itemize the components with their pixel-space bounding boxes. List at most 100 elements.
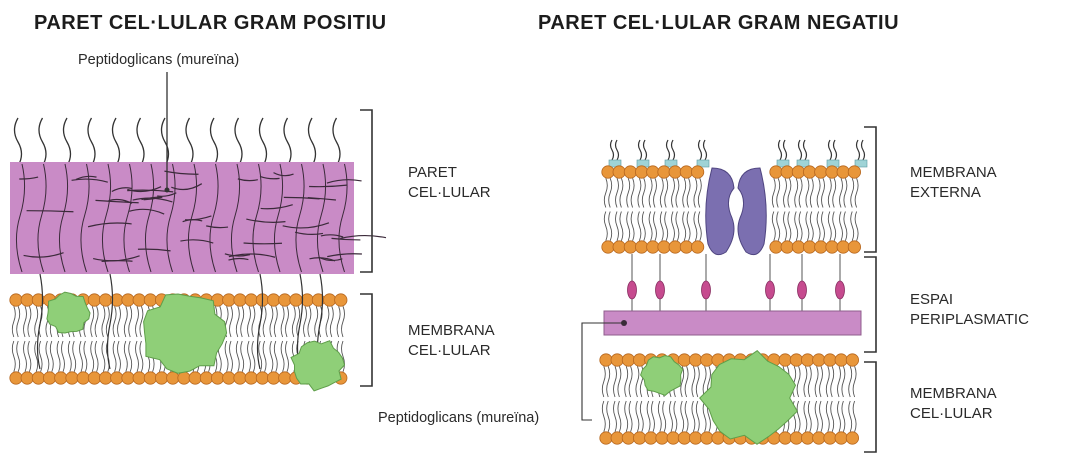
lipid-head bbox=[133, 372, 145, 384]
lipid-head bbox=[689, 432, 701, 444]
lipid-tail bbox=[674, 401, 677, 432]
lipid-tail bbox=[618, 401, 621, 432]
lipid-head bbox=[848, 166, 860, 178]
lipid-tail bbox=[849, 401, 852, 432]
lipid-tail bbox=[831, 401, 834, 432]
lipid-tail bbox=[652, 401, 655, 432]
lipid-head bbox=[813, 354, 825, 366]
lipid-head bbox=[846, 354, 858, 366]
lipid-head bbox=[122, 372, 134, 384]
lipid-tail bbox=[685, 366, 688, 397]
lipid-head bbox=[815, 241, 827, 253]
lipid-tail bbox=[694, 178, 697, 207]
lipid-tail bbox=[602, 401, 605, 432]
lipid-tail bbox=[252, 341, 255, 372]
lipid-head bbox=[10, 372, 22, 384]
lipid-head bbox=[189, 372, 201, 384]
lipid-tail bbox=[609, 212, 612, 241]
lipid-head bbox=[99, 294, 111, 306]
gram-negative-outer-membrane-label: MEMBRANA EXTERNA bbox=[910, 163, 997, 203]
lipid-head bbox=[211, 372, 223, 384]
lipid-tail bbox=[855, 178, 858, 207]
lipid-tail bbox=[654, 212, 657, 241]
lipid-tail bbox=[815, 401, 818, 432]
lipid-head bbox=[622, 432, 634, 444]
lipid-head bbox=[656, 432, 668, 444]
lipid-tail bbox=[342, 306, 345, 337]
lipid-tail bbox=[618, 366, 621, 397]
lipid-head bbox=[712, 432, 724, 444]
lipid-head bbox=[669, 166, 681, 178]
lipid-tail bbox=[817, 178, 820, 207]
lipoprotein bbox=[766, 281, 775, 299]
lps-chain bbox=[779, 140, 782, 160]
lipid-head bbox=[267, 372, 279, 384]
lipid-tail bbox=[788, 178, 791, 207]
lipid-tail bbox=[68, 341, 71, 372]
lipid-head bbox=[611, 432, 623, 444]
lipid-tail bbox=[660, 178, 663, 207]
lps-chain bbox=[829, 140, 832, 160]
lipid-tail bbox=[118, 306, 121, 337]
lipid-head bbox=[678, 354, 690, 366]
lipid-head bbox=[635, 166, 647, 178]
lipid-tail bbox=[609, 178, 612, 207]
lipid-tail bbox=[281, 341, 284, 372]
lipid-head bbox=[689, 354, 701, 366]
lipid-tail bbox=[788, 212, 791, 241]
lps-chain bbox=[784, 140, 787, 160]
lipid-tail bbox=[833, 178, 836, 207]
periplasm-bracket bbox=[864, 257, 876, 352]
lipid-head bbox=[647, 241, 659, 253]
lipid-tail bbox=[806, 212, 809, 241]
lipid-tail bbox=[649, 212, 652, 241]
lipid-tail bbox=[831, 366, 834, 397]
lipid-head bbox=[223, 372, 235, 384]
lipid-tail bbox=[842, 401, 845, 432]
lipid-tail bbox=[129, 341, 132, 372]
lps-chain bbox=[834, 140, 837, 160]
lipid-tail bbox=[851, 212, 854, 241]
lipid-tail bbox=[795, 212, 798, 241]
lipid-tail bbox=[225, 341, 228, 372]
lipid-tail bbox=[337, 306, 340, 337]
lipid-head bbox=[669, 241, 681, 253]
lipid-tail bbox=[62, 341, 65, 372]
lipid-head bbox=[678, 432, 690, 444]
outer-membrane-line-1: MEMBRANA bbox=[910, 163, 997, 183]
lipid-head bbox=[234, 294, 246, 306]
lipid-head bbox=[624, 241, 636, 253]
lipid-head bbox=[43, 372, 55, 384]
lipid-tail bbox=[625, 366, 628, 397]
lipid-tail bbox=[113, 306, 116, 337]
lipid-head bbox=[792, 166, 804, 178]
lipid-head bbox=[790, 432, 802, 444]
lipid-tail bbox=[820, 366, 823, 397]
lipid-head bbox=[55, 372, 67, 384]
lipoproteins bbox=[628, 254, 845, 312]
lipid-tail bbox=[777, 178, 780, 207]
lipid-head bbox=[815, 166, 827, 178]
lipid-tail bbox=[676, 212, 679, 241]
lipid-head bbox=[613, 166, 625, 178]
lipid-tail bbox=[616, 178, 619, 207]
lipid-tail bbox=[84, 341, 87, 372]
lipid-head bbox=[846, 432, 858, 444]
lipid-tail bbox=[252, 306, 255, 337]
gram-negative-periplasm-label: ESPAI PERIPLASMATIC bbox=[910, 290, 1029, 330]
lipid-tail bbox=[270, 341, 273, 372]
lipid-tail bbox=[57, 341, 60, 372]
lipid-head bbox=[813, 432, 825, 444]
lipid-head bbox=[824, 354, 836, 366]
lipid-head bbox=[234, 372, 246, 384]
lipid-head bbox=[155, 372, 167, 384]
lipid-tail bbox=[236, 306, 239, 337]
lipid-tail bbox=[849, 366, 852, 397]
lipid-tail bbox=[692, 401, 695, 432]
lipid-tail bbox=[797, 366, 800, 397]
lipid-tail bbox=[263, 306, 266, 337]
lipid-head bbox=[323, 294, 335, 306]
lipid-tail bbox=[665, 212, 668, 241]
lps-chain bbox=[616, 140, 619, 160]
lipid-tail bbox=[660, 212, 663, 241]
